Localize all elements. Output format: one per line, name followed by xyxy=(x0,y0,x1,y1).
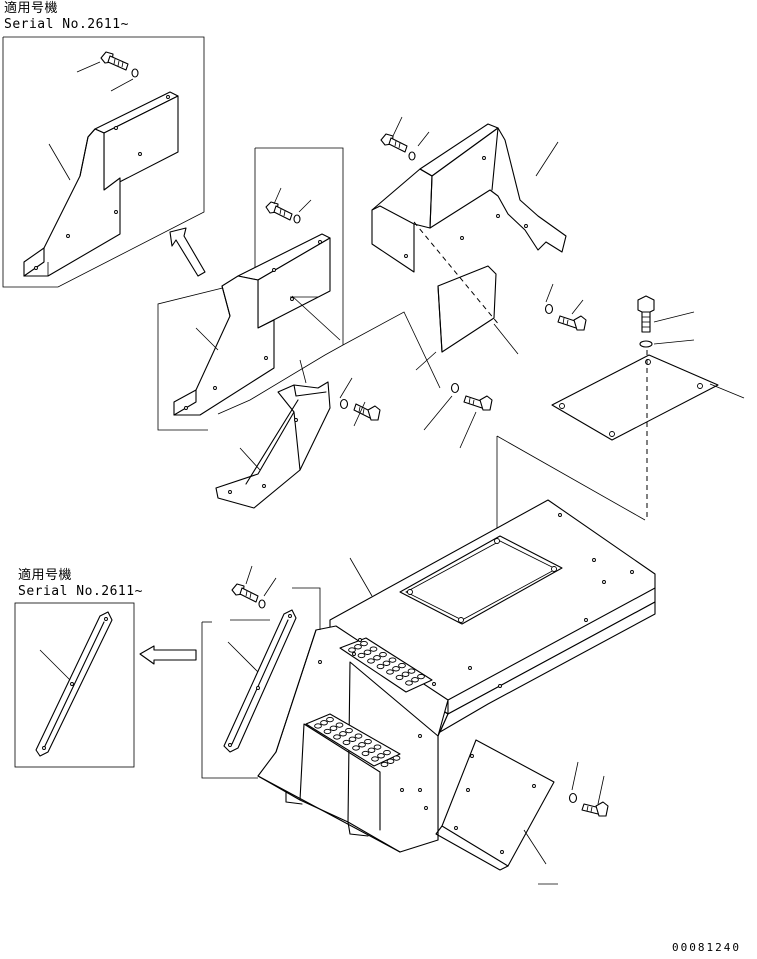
tread-hole xyxy=(382,660,391,666)
tread-hole xyxy=(348,647,356,653)
lower-inset-frame xyxy=(14,602,135,768)
tread-hole xyxy=(320,720,328,726)
tread-hole xyxy=(354,644,362,650)
handrail-bar xyxy=(223,609,297,753)
tread-hole xyxy=(367,747,376,753)
handrail-bolt xyxy=(231,565,277,609)
tread-hole xyxy=(411,677,419,683)
tread-hole xyxy=(392,666,400,672)
lower-serial-label: Serial No.2611~ xyxy=(18,584,143,599)
tread-hole xyxy=(386,758,395,764)
tread-hole xyxy=(417,673,425,680)
handrail-frame xyxy=(201,587,321,779)
tread-hole xyxy=(360,640,368,647)
tread-hole xyxy=(369,646,378,652)
upper-applicable-models-label: 適用号機 xyxy=(4,1,59,16)
inspection-cover-plate xyxy=(551,350,745,520)
tread-hole xyxy=(348,736,357,742)
tread-hole xyxy=(358,742,366,748)
tread-hole xyxy=(333,734,341,740)
lower-middle-bracket xyxy=(215,359,331,509)
tread-hole xyxy=(354,733,363,739)
tread-hole xyxy=(405,680,413,686)
upper-callout-arrow xyxy=(169,227,206,277)
tread-hole xyxy=(335,722,344,728)
top-right-bolt xyxy=(637,295,695,348)
tread-hole xyxy=(398,662,406,669)
tread-hole xyxy=(323,728,332,735)
tread-hole xyxy=(357,652,366,659)
tread-hole xyxy=(314,723,322,729)
tread-hole xyxy=(376,663,385,670)
drawing-code: 00081240 xyxy=(672,941,741,954)
tread-hole xyxy=(329,725,338,731)
tread-hole xyxy=(388,657,397,663)
right-inner-plate xyxy=(413,221,519,371)
lower-applicable-models-label: 適用号機 xyxy=(18,568,73,583)
tread-hole xyxy=(379,651,387,658)
tread-hole xyxy=(367,658,375,664)
tread-hole xyxy=(380,761,389,768)
side-cover-plate xyxy=(435,739,558,885)
tread-hole xyxy=(386,669,394,675)
middle-bolt xyxy=(265,187,312,224)
body-leader-line xyxy=(349,557,373,597)
tread-hole xyxy=(401,671,410,677)
tread-hole xyxy=(345,727,353,734)
tread-hole xyxy=(363,649,372,655)
middle-cover-part xyxy=(173,233,331,416)
step-tread-holes xyxy=(314,640,425,768)
upper-inset-frame xyxy=(2,36,205,288)
tread-hole xyxy=(326,716,334,723)
tread-hole xyxy=(342,739,351,746)
body-rivet-holes xyxy=(318,513,634,810)
side-bolt xyxy=(568,761,609,817)
tread-hole xyxy=(339,731,347,737)
tread-hole xyxy=(383,749,391,756)
tread-hole xyxy=(395,674,404,681)
right-cover-part xyxy=(371,123,567,273)
lower-callout-arrow xyxy=(139,645,197,665)
center-bolt xyxy=(423,382,493,449)
upper-inset-bolt xyxy=(76,51,139,92)
tread-hole xyxy=(407,668,416,674)
tread-hole xyxy=(373,744,382,750)
right-middle-bolt xyxy=(544,283,587,331)
tread-hole xyxy=(352,745,360,751)
tread-hole xyxy=(377,753,385,759)
tread-hole xyxy=(373,655,381,661)
main-step-body xyxy=(257,499,656,853)
tread-hole xyxy=(392,755,401,761)
lower-inset-handrail xyxy=(35,611,113,757)
tread-hole xyxy=(361,750,370,757)
upper-serial-label: Serial No.2611~ xyxy=(4,17,129,32)
middle-leader-lines xyxy=(217,311,441,415)
right-top-bolt xyxy=(380,116,430,161)
tread-hole xyxy=(364,738,372,745)
middle-lower-bolt xyxy=(339,377,381,427)
tread-hole xyxy=(371,756,379,762)
upper-inset-cover-part xyxy=(23,91,179,277)
middle-outline-frame xyxy=(157,147,344,431)
